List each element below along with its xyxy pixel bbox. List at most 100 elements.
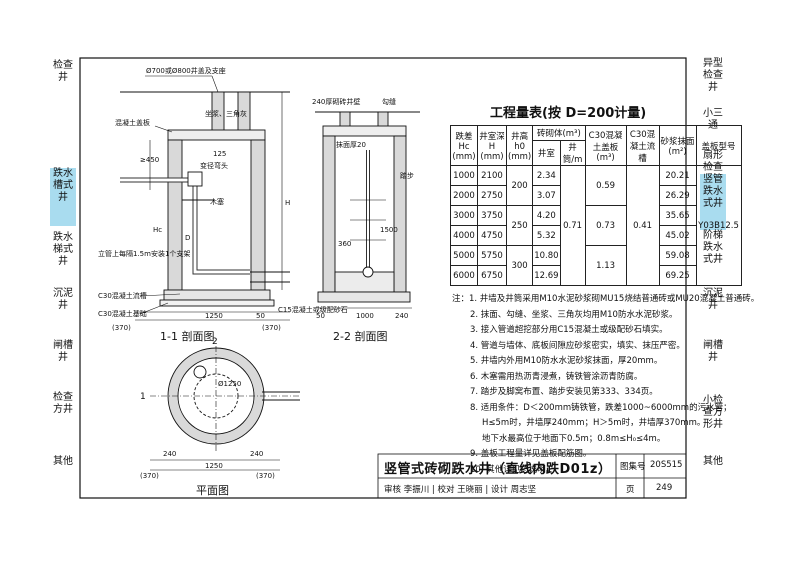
note-line: 2. 抹面、勾缝、坐浆、三角灰均用M10防水水泥砂浆。 bbox=[470, 309, 678, 320]
label-step: 踏步 bbox=[400, 171, 414, 180]
title-block-grid bbox=[377, 453, 687, 499]
dim-plan-240-right: 240 bbox=[250, 450, 263, 458]
section-1-1 bbox=[120, 75, 290, 321]
label-elbow: 变径弯头 bbox=[200, 161, 228, 170]
cell-mortar: 69.25 bbox=[658, 265, 697, 286]
cell-hc: 4000 bbox=[450, 225, 478, 246]
label-c30-base: C30混凝土基础 bbox=[98, 309, 147, 318]
dim-125: 125 bbox=[213, 150, 226, 158]
cell-brick: 2.34 bbox=[532, 165, 561, 186]
cell-c30: 0.73 bbox=[584, 205, 627, 246]
dim-240-2: 240 bbox=[395, 312, 408, 320]
side-tab-right-8[interactable]: 其他 bbox=[703, 456, 723, 467]
side-tab-right-5[interactable]: 沉泥井 bbox=[703, 288, 723, 311]
dim-50-2: 50 bbox=[316, 312, 325, 320]
side-tab-left-0[interactable]: 检查井 bbox=[53, 60, 73, 83]
note-line: 地下水最高位于地面下0.5m；0.8m≤H₀≤4m。 bbox=[482, 433, 666, 444]
dim-plan-D: Ø1250 bbox=[218, 380, 241, 388]
note-line: 6. 木塞需用热沥青浸煮，铸铁管涂沥青防腐。 bbox=[470, 371, 643, 382]
table-title: 工程量表(按 D=200计量) bbox=[490, 106, 647, 121]
signature-row: 审核 李振川 | 校对 王晓丽 | 设计 周志坚 bbox=[384, 485, 537, 495]
side-tab-right-0[interactable]: 异型检查井 bbox=[703, 58, 723, 93]
section-1-1-labels: Ø700或Ø800井盖及支座 坐浆、三角灰 混凝土盖板 变径弯头 木塞 立管上每… bbox=[98, 66, 348, 332]
side-tab-left-4[interactable]: 闸槽井 bbox=[53, 340, 73, 363]
cell-flow: 0.41 bbox=[625, 165, 660, 286]
page-number: 249 bbox=[656, 483, 673, 493]
side-tab-left-3[interactable]: 沉泥井 bbox=[53, 288, 73, 311]
side-tab-left-5[interactable]: 检查方井 bbox=[53, 392, 73, 415]
th-cover: 盖板型号 bbox=[695, 125, 742, 166]
dim-370-right: (370) bbox=[262, 324, 281, 332]
side-tab-left-6[interactable]: 其他 bbox=[53, 456, 73, 467]
side-tab-left-1[interactable]: 跌水槽式井 bbox=[50, 168, 76, 226]
label-seam: 勾缝 bbox=[382, 97, 396, 106]
side-tab-left-2[interactable]: 跌水梯式井 bbox=[53, 232, 73, 267]
cell-hc: 5000 bbox=[450, 245, 478, 266]
th-mortar: 砂浆抹面 (m²) bbox=[658, 125, 697, 166]
cell-brick: 3.07 bbox=[532, 185, 561, 206]
table-row: 3000 3750 250 4.20 0.73 35.65 bbox=[450, 205, 742, 246]
note-line: 9. 盖板工程量详见盖板配筋图。 bbox=[470, 449, 592, 459]
section-2-2-labels: 240厚砌砖井壁 勾缝 抹面厚20 踏步 1500 360 1000 50 24… bbox=[312, 97, 414, 320]
chamber-wall-left bbox=[167, 139, 183, 291]
cell-brick: 4.20 bbox=[532, 205, 561, 226]
note-line: H≤5m时，井墙厚240mm；H＞5m时，井墙厚370mm。 bbox=[482, 418, 706, 428]
note-line: 10. 其他详见总说明。 bbox=[470, 464, 555, 475]
label-c30-flow: C30混凝土流槽 bbox=[98, 291, 147, 300]
th-brick-well: 井室 bbox=[532, 140, 561, 166]
side-tab-right-6[interactable]: 闸槽井 bbox=[703, 340, 723, 363]
dim-1000: 1000 bbox=[356, 312, 374, 320]
cell-hc: 2000 bbox=[450, 185, 478, 206]
label-wall: 240厚砌砖井壁 bbox=[312, 97, 360, 106]
atlas-label: 图集号 bbox=[620, 462, 646, 472]
base-slab bbox=[163, 289, 271, 301]
side-tab-right-7[interactable]: 小检查方形井 bbox=[703, 395, 723, 430]
plan-view bbox=[150, 346, 300, 471]
cell-brick: 12.69 bbox=[532, 265, 561, 286]
note-line: 3. 接入管道超挖部分用C15混凝土或级配砂石填实。 bbox=[470, 325, 668, 335]
note-line: 7. 踏步及脚窝布置、踏步安装见第333、334页。 bbox=[470, 387, 658, 397]
cell-hc: 3000 bbox=[450, 205, 478, 226]
cell-mortar: 26.29 bbox=[658, 185, 697, 206]
dim-370-left: (370) bbox=[112, 324, 131, 332]
dim-50: 50 bbox=[256, 312, 265, 320]
plan-labels: 2 1 Ø1250 240 1250 240 (370) (370) bbox=[140, 337, 275, 480]
chamber-wall-right bbox=[250, 139, 266, 291]
atlas-number: 20S515 bbox=[650, 460, 683, 470]
cell-brick: 10.80 bbox=[532, 245, 561, 266]
dim-plan-1250: 1250 bbox=[205, 462, 223, 470]
label-clamp: 立管上每隔1.5m安装1个支架 bbox=[98, 249, 190, 258]
elbow-fitting bbox=[187, 171, 203, 187]
cell-h: 4750 bbox=[477, 225, 507, 246]
cover-slab-2 bbox=[322, 125, 407, 137]
title-block: 竖管式砖砌跌水井（直线内跌D01z） 图集号 20S515 审核 李振川 | 校… bbox=[378, 454, 686, 498]
label-plaster: 抹面厚20 bbox=[336, 140, 366, 149]
wall-left-2 bbox=[322, 135, 336, 293]
table-row: 6000 6750 12.69 69.25 bbox=[450, 265, 742, 286]
cell-h0: 300 bbox=[505, 245, 534, 286]
quantity-table: 跌差 Hc (mm) 井室深 H (mm) 井高 h0 (mm) 砖砌体(m³)… bbox=[450, 125, 742, 286]
caption-1-1: 1-1 剖面图 bbox=[160, 329, 214, 343]
th-c30-flow: C30混凝土流槽 bbox=[625, 125, 660, 166]
label-cap: 混凝土盖板 bbox=[115, 118, 150, 127]
dim-D: D bbox=[185, 234, 190, 242]
table-row: 2000 2750 3.07 26.29 bbox=[450, 185, 742, 206]
cell-c30: 0.59 bbox=[584, 165, 627, 206]
cell-brick: 5.32 bbox=[532, 225, 561, 246]
cell-cover: Y03B12.5 bbox=[695, 165, 742, 286]
dim-Hc: Hc bbox=[153, 226, 162, 234]
note-line: 注：1. 井墙及井筒采用M10水泥砂浆砌MU15烧结普通砖或MU20混凝土普通砖… bbox=[452, 294, 760, 304]
dim-plan-370-right: (370) bbox=[256, 472, 275, 480]
th-well-depth: 井室深 H (mm) bbox=[477, 125, 507, 166]
note-line: 4. 管道与墙体、底板间隙应砂浆密实，填实、抹压严密。 bbox=[470, 340, 685, 351]
label-grout: 坐浆、三角灰 bbox=[205, 109, 247, 118]
wall-right-2 bbox=[393, 135, 407, 293]
label-c15: C15混凝土或级配砂石 bbox=[278, 305, 348, 314]
drop-pipe bbox=[120, 177, 250, 275]
cell-mortar: 45.02 bbox=[658, 225, 697, 246]
cell-per-m: 0.71 bbox=[559, 165, 586, 286]
cut-label-1: 1 bbox=[140, 392, 146, 402]
th-h0: 井高 h0 (mm) bbox=[505, 125, 534, 166]
